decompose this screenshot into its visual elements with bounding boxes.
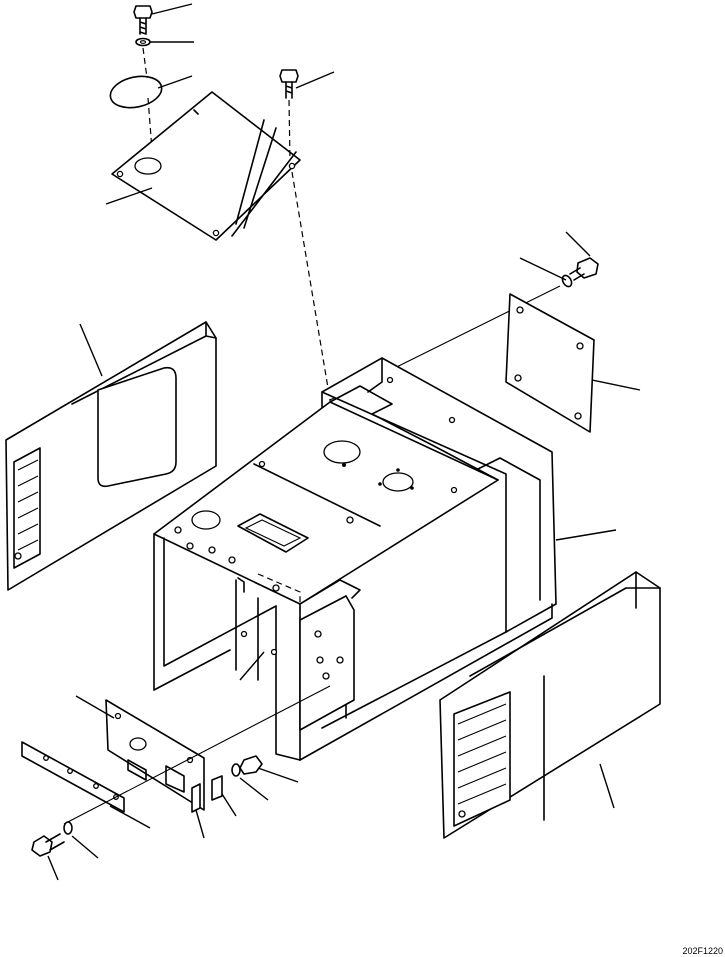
lower-bolt-washer [63,821,73,835]
lower-bracket-plate [105,699,205,811]
right-side-door [439,571,661,839]
left-side-door [5,321,217,591]
top-bolt [133,5,153,35]
top-washer [135,37,151,47]
lower-axis [63,685,331,825]
top-cover-plate [111,91,301,241]
main-frame [153,357,557,761]
callout-leaders [47,3,641,881]
lower-washer [231,763,241,777]
side-bolt [569,257,599,281]
lower-bolt [31,833,65,857]
lower-nut [239,755,263,775]
cover-bolt [279,69,299,99]
mounting-strip [21,741,125,813]
clip-part [191,783,201,813]
access-side-plate [505,293,595,433]
side-washer [561,274,573,288]
drawing-reference-code: 202F1220 [682,946,723,956]
round-cover-cap [109,75,163,109]
small-spacer [211,775,223,801]
